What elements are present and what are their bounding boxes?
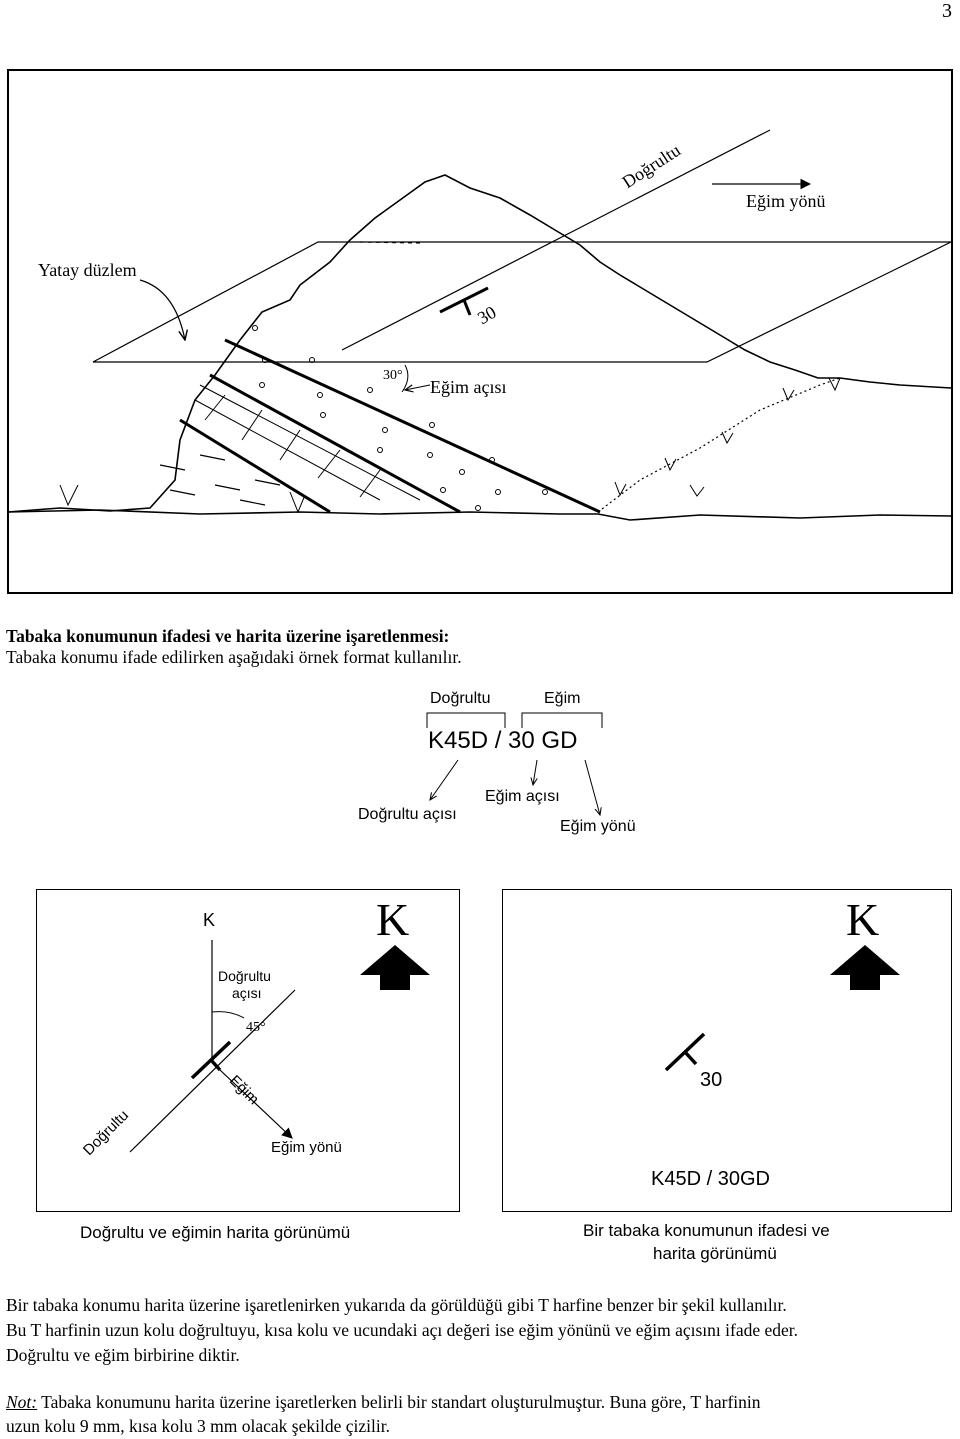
right-dip-value: 30: [700, 1069, 723, 1091]
section-intro: Tabaka konumu ifade edilirken aşağıdaki …: [6, 647, 462, 667]
format-egim-yonu: Eğim yönü: [560, 818, 636, 835]
left-strike-angle-line1: Doğrultu: [218, 968, 271, 984]
ground-line: [7, 509, 953, 521]
section-heading: Tabaka konumunun ifadesi ve harita üzeri…: [6, 626, 450, 646]
left-map-box: [36, 889, 460, 1212]
block-diagram-figure: [7, 69, 953, 594]
note-line-1: Not: Tabaka konumunu harita üzerine işar…: [6, 1390, 761, 1415]
left-map-caption: Doğrultu ve eğimin harita görünümü: [80, 1223, 351, 1242]
format-egim-label: Eğim: [544, 690, 581, 707]
left-north-small-label: K: [203, 910, 216, 930]
strata-lines: [179, 338, 601, 514]
angle-arc: [401, 364, 409, 393]
dip-direction-label: Eğim yönü: [746, 191, 826, 211]
body-line-1: Bir tabaka konumu harita üzerine işaretl…: [6, 1295, 787, 1315]
body-line-2: Bu T harfinin uzun kolu doğrultuyu, kısa…: [6, 1320, 799, 1340]
north-arrow-left: [360, 945, 430, 990]
format-dogrultu-acisi: Doğrultu açısı: [358, 806, 457, 823]
right-caption-line2: harita görünümü: [653, 1244, 777, 1263]
left-north-big-label: K: [376, 894, 410, 945]
right-caption-line1: Bir tabaka konumunun ifadesi ve: [583, 1221, 830, 1240]
body-line-3: Doğrultu ve eğim birbirine diktir.: [6, 1345, 240, 1365]
right-map-box: [502, 889, 952, 1212]
figure-frame: [7, 69, 953, 594]
note-line-1-text: Tabaka konumunu harita üzerine işaretler…: [37, 1392, 761, 1412]
left-dip-direction-label: Eğim yönü: [271, 1139, 342, 1156]
dip-angle-label: Eğim açısı: [430, 377, 507, 397]
page-number: 3: [942, 0, 952, 22]
left-strike-angle-line2: açısı: [232, 985, 262, 1001]
angle-value-label: 30°: [383, 368, 403, 383]
brick-pattern: [194, 384, 421, 501]
right-map-drawing: [664, 945, 900, 1072]
shale-pattern: [159, 454, 281, 506]
horizontal-plane-pointer: [139, 279, 185, 340]
note-label: Not:: [6, 1392, 38, 1412]
dip-angle-arrow: [405, 385, 431, 390]
format-dogrultu-label: Doğrultu: [430, 690, 491, 707]
north-arrow-right: [830, 945, 900, 990]
horizontal-plane-label: Yatay düzlem: [38, 260, 137, 280]
dotted-slope: [597, 377, 841, 513]
left-angle-value: 45°: [246, 1020, 266, 1035]
right-north-big-label: K: [846, 894, 880, 945]
note-line-2: uzun kolu 9 mm, kısa kolu 3 mm olacak şe…: [6, 1416, 390, 1436]
format-egim-acisi: Eğim açısı: [485, 788, 560, 805]
left-map-drawing: [129, 940, 430, 1153]
format-formula: K45D / 30 GD: [428, 727, 578, 754]
right-formula: K45D / 30GD: [651, 1168, 770, 1190]
strike-line: [341, 129, 771, 351]
format-diagram: [426, 712, 603, 850]
mountain-hidden-line: [359, 241, 421, 244]
conglomerate-pattern: [252, 325, 548, 511]
grass-marks: [59, 377, 841, 514]
horizontal-plane: [92, 241, 952, 363]
dip-symbol-short: [462, 299, 472, 316]
